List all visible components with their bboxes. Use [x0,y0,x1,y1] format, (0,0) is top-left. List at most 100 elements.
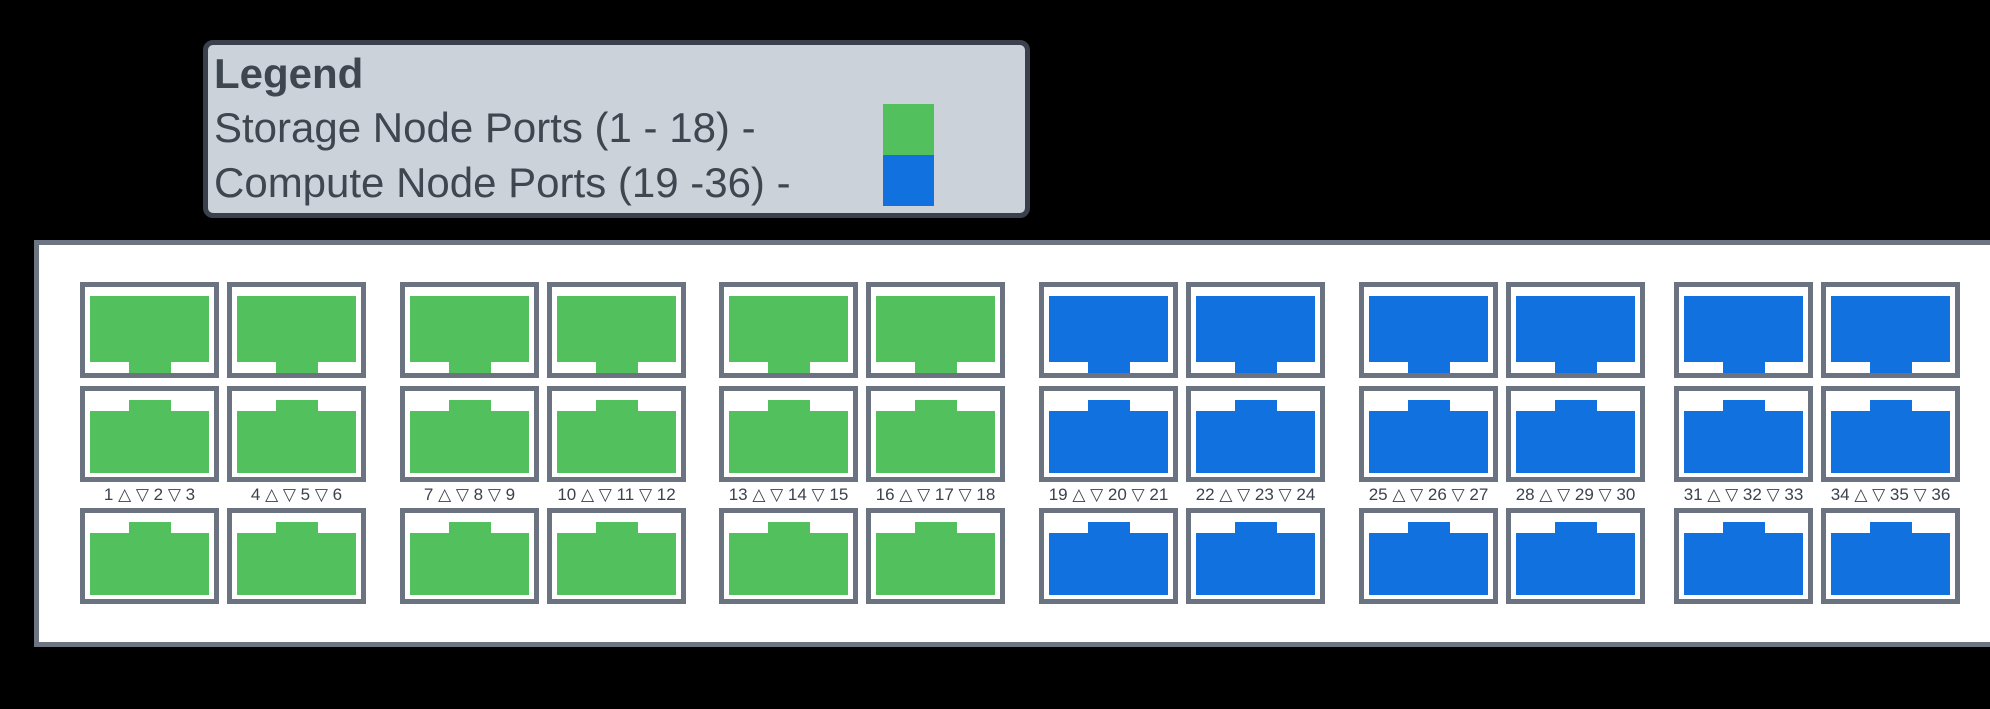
port-35 [1821,386,1960,482]
port-label-column-6: 16 △ ▽ 17 ▽ 18 [875,485,996,504]
port-14-connector [729,400,848,473]
port-36 [1821,508,1960,604]
port-20 [1039,386,1178,482]
port-26-connector [1369,400,1488,473]
storage-color-swatch [883,104,934,155]
port-30-connector [1516,522,1635,595]
port-column-7: 19 △ ▽ 20 ▽ 21 [1039,282,1178,604]
port-label-column-11: 31 △ ▽ 32 ▽ 33 [1683,485,1804,504]
port-10 [547,282,686,378]
port-31 [1674,282,1813,378]
port-label-column-1: 1 △ ▽ 2 ▽ 3 [103,485,196,504]
port-15 [719,508,858,604]
port-label-column-10: 28 △ ▽ 29 ▽ 30 [1515,485,1636,504]
port-19-connector [1049,296,1168,373]
port-34 [1821,282,1960,378]
port-27 [1359,508,1498,604]
port-2-connector [90,400,209,473]
port-7-connector [410,296,529,373]
legend-title: Legend [214,50,364,97]
port-label-column-3: 7 △ ▽ 8 ▽ 9 [423,485,516,504]
port-column-3: 7 △ ▽ 8 ▽ 9 [400,282,539,604]
port-23-connector [1196,400,1315,473]
legend-entry-compute-label: Compute Node Ports (19 -36) - [214,159,791,206]
port-22-connector [1196,296,1315,373]
port-36-connector [1831,522,1950,595]
port-9-connector [410,522,529,595]
legend-entry-compute: Compute Node Ports (19 -36) - [214,155,1025,210]
port-34-connector [1831,296,1950,373]
port-23 [1186,386,1325,482]
port-20-connector [1049,400,1168,473]
port-29-connector [1516,400,1635,473]
port-label-column-8: 22 △ ▽ 23 ▽ 24 [1195,485,1316,504]
port-11 [547,386,686,482]
port-column-11: 31 △ ▽ 32 ▽ 33 [1674,282,1813,604]
port-35-connector [1831,400,1950,473]
port-24 [1186,508,1325,604]
port-grid: 1 △ ▽ 2 ▽ 3 4 △ ▽ 5 ▽ 6 7 △ ▽ 8 ▽ 9 10 △ ▽ … [39,245,1990,642]
port-16 [866,282,1005,378]
compute-color-swatch [883,155,934,206]
port-label-column-12: 34 △ ▽ 35 ▽ 36 [1830,485,1951,504]
port-33 [1674,508,1813,604]
port-17-connector [876,400,995,473]
port-15-connector [729,522,848,595]
port-3 [80,508,219,604]
port-column-12: 34 △ ▽ 35 ▽ 36 [1821,282,1960,604]
port-33-connector [1684,522,1803,595]
port-32 [1674,386,1813,482]
port-28-connector [1516,296,1635,373]
port-29 [1506,386,1645,482]
legend-entry-storage-label: Storage Node Ports (1 - 18) - [214,104,756,151]
legend-entry-storage: Storage Node Ports (1 - 18) - [214,100,1025,155]
port-label-column-4: 10 △ ▽ 11 ▽ 12 [557,485,676,504]
switch-panel: 1 △ ▽ 2 ▽ 3 4 △ ▽ 5 ▽ 6 7 △ ▽ 8 ▽ 9 10 △ ▽ … [34,240,1990,647]
port-1 [80,282,219,378]
port-2 [80,386,219,482]
port-column-2: 4 △ ▽ 5 ▽ 6 [227,282,366,604]
port-10-connector [557,296,676,373]
port-column-4: 10 △ ▽ 11 ▽ 12 [547,282,686,604]
port-3-connector [90,522,209,595]
port-17 [866,386,1005,482]
port-14 [719,386,858,482]
port-column-8: 22 △ ▽ 23 ▽ 24 [1186,282,1325,604]
port-1-connector [90,296,209,373]
port-19 [1039,282,1178,378]
port-5-connector [237,400,356,473]
port-32-connector [1684,400,1803,473]
port-13-connector [729,296,848,373]
port-6-connector [237,522,356,595]
port-column-9: 25 △ ▽ 26 ▽ 27 [1359,282,1498,604]
port-7 [400,282,539,378]
port-6 [227,508,366,604]
port-13 [719,282,858,378]
port-21-connector [1049,522,1168,595]
port-11-connector [557,400,676,473]
port-4-connector [237,296,356,373]
port-5 [227,386,366,482]
port-9 [400,508,539,604]
port-label-column-5: 13 △ ▽ 14 ▽ 15 [728,485,849,504]
port-label-column-9: 25 △ ▽ 26 ▽ 27 [1368,485,1489,504]
port-label-column-7: 19 △ ▽ 20 ▽ 21 [1048,485,1169,504]
legend: Legend Storage Node Ports (1 - 18) - Com… [203,40,1030,218]
port-24-connector [1196,522,1315,595]
port-8-connector [410,400,529,473]
port-4 [227,282,366,378]
port-label-column-2: 4 △ ▽ 5 ▽ 6 [250,485,343,504]
port-column-10: 28 △ ▽ 29 ▽ 30 [1506,282,1645,604]
port-16-connector [876,296,995,373]
port-27-connector [1369,522,1488,595]
port-30 [1506,508,1645,604]
port-21 [1039,508,1178,604]
port-22 [1186,282,1325,378]
port-column-1: 1 △ ▽ 2 ▽ 3 [80,282,219,604]
port-12 [547,508,686,604]
port-26 [1359,386,1498,482]
port-31-connector [1684,296,1803,373]
port-column-5: 13 △ ▽ 14 ▽ 15 [719,282,858,604]
port-8 [400,386,539,482]
